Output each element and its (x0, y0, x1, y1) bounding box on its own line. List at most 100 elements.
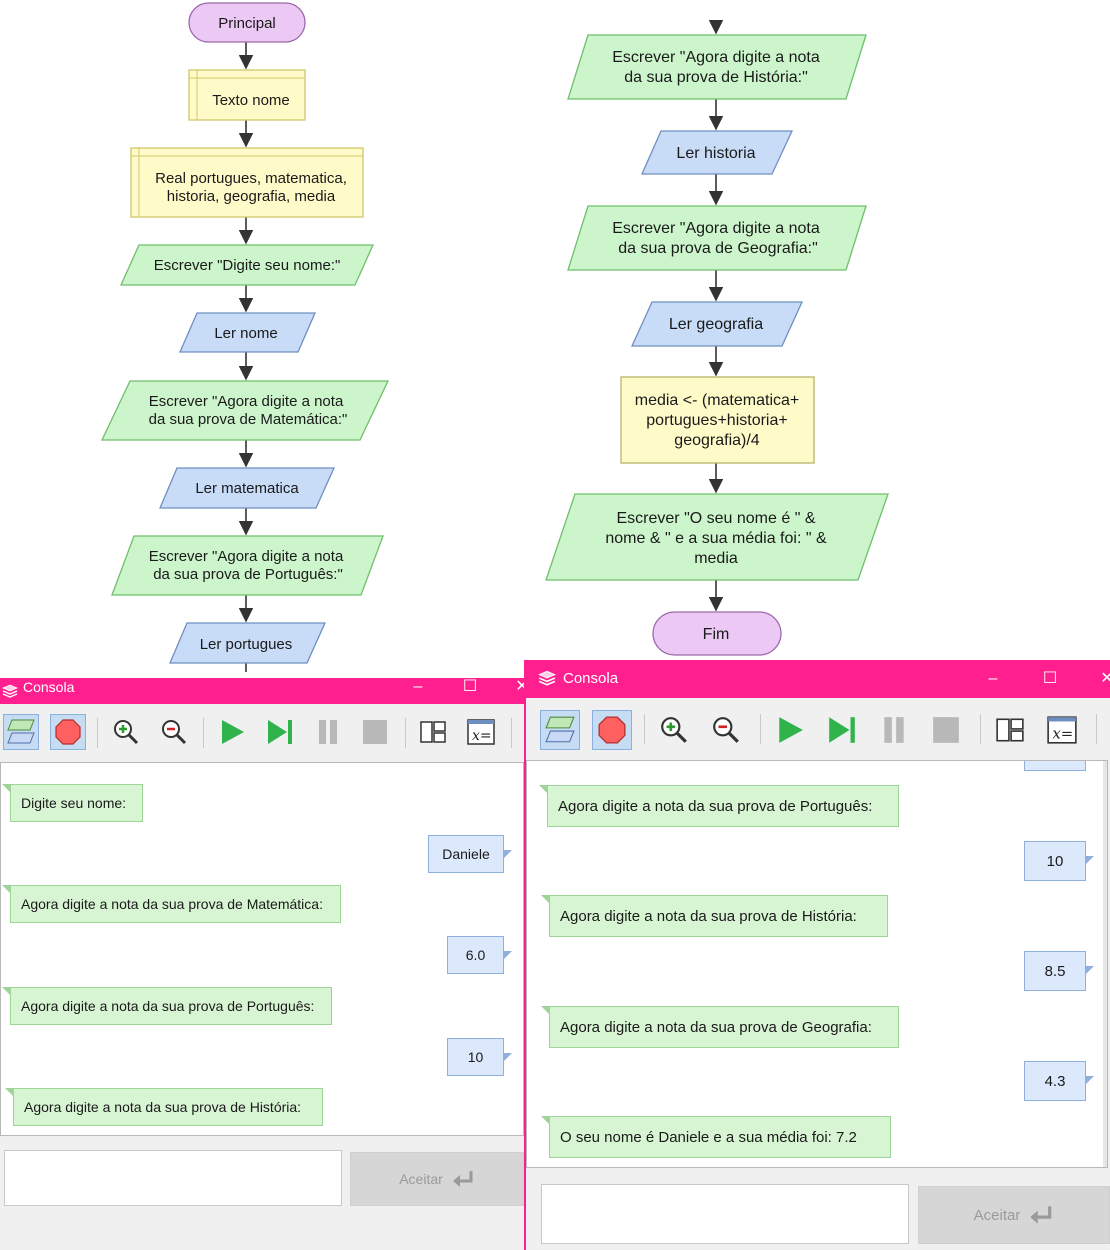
svg-text:Escrever "Agora digite a nota: Escrever "Agora digite a nota (149, 548, 344, 565)
console-input-message: Daniele (428, 835, 512, 873)
toggle-io-button[interactable] (540, 710, 580, 750)
layout-icon (420, 721, 446, 743)
svg-text:x=: x= (1052, 725, 1073, 743)
svg-text:da sua prova de Matemática:": da sua prova de Matemática:" (149, 411, 348, 428)
svg-text:da sua prova de Português:": da sua prova de Português:" (153, 566, 343, 583)
io-icon (545, 716, 575, 743)
console-output-message: Agora digite a nota da sua prova de Geog… (541, 1006, 899, 1048)
svg-text:Ler matematica: Ler matematica (195, 480, 299, 497)
console-input-field[interactable] (4, 1150, 342, 1206)
console-window-right: Consola – ☐ ✕ (524, 660, 1110, 1250)
close-button[interactable]: ✕ (515, 678, 524, 695)
minimize-button[interactable]: – (988, 670, 998, 687)
minimize-button[interactable]: – (413, 678, 423, 695)
close-button[interactable]: ✕ (1092, 660, 1110, 698)
zoom-out-icon (713, 717, 739, 743)
svg-text:Escrever "O seu nome é " &: Escrever "O seu nome é " & (617, 510, 816, 527)
run-button[interactable] (772, 712, 808, 748)
console-input-message (1024, 761, 1086, 771)
console-window-left: Consola – ☐ ✕ (0, 678, 524, 1250)
console-input-field[interactable] (541, 1184, 909, 1244)
svg-text:da sua prova de Geografia:": da sua prova de Geografia:" (618, 240, 818, 257)
console-message-area[interactable]: Digite seu nome: Daniele Agora digite a … (0, 762, 524, 1136)
pause-button[interactable] (310, 714, 346, 750)
layout-button[interactable] (415, 714, 451, 750)
play-icon (222, 720, 244, 744)
flow-read-portugues: Ler portugues (169, 622, 327, 664)
zoom-in-button[interactable] (108, 714, 144, 750)
flow-assign-media: media <- (matematica+ portugues+historia… (620, 376, 815, 464)
flow-write-portugues: Escrever "Agora digite a nota da sua pro… (111, 535, 384, 596)
zoom-out-button[interactable] (708, 712, 744, 748)
stop-square-icon (933, 717, 959, 743)
flow-write-digite-nome: Escrever "Digite seu nome:" (119, 244, 375, 286)
maximize-button[interactable]: ☐ (462, 678, 478, 695)
play-icon (779, 717, 803, 743)
console-title: Consola (563, 670, 619, 687)
console-output-message: O seu nome é Daniele e a sua média foi: … (541, 1116, 891, 1158)
variables-icon: x= (467, 719, 495, 745)
zoom-out-icon (162, 720, 187, 745)
svg-text:Escrever "Agora digite a nota: Escrever "Agora digite a nota (149, 393, 344, 410)
svg-text:nome & " e a sua média foi: ": nome & " e a sua média foi: " & (605, 530, 827, 547)
io-icon (7, 719, 35, 744)
console-toolbar: x= (0, 704, 524, 762)
step-button[interactable] (824, 712, 860, 748)
console-output-message: Agora digite a nota da sua prova de Port… (539, 785, 899, 827)
step-forward-icon (268, 720, 292, 744)
stop-sign-icon (55, 719, 81, 745)
console-titlebar[interactable]: Consola – ☐ ✕ (0, 678, 524, 704)
variables-icon: x= (1047, 716, 1077, 744)
flow-write-resultado: Escrever "O seu nome é " & nome & " e a … (545, 493, 889, 581)
svg-text:media <- (matematica+: media <- (matematica+ (635, 392, 800, 409)
halt-button[interactable] (928, 712, 964, 748)
step-forward-icon (829, 717, 855, 743)
variables-button[interactable]: x= (463, 714, 499, 750)
enter-arrow-icon (1030, 1206, 1052, 1224)
flow-write-historia: Escrever "Agora digite a nota da sua pro… (567, 34, 867, 100)
flow-write-geografia: Escrever "Agora digite a nota da sua pro… (567, 205, 867, 271)
svg-text:portugues+historia+: portugues+historia+ (646, 412, 787, 429)
svg-text:x=: x= (472, 728, 492, 744)
console-titlebar[interactable]: Consola – ☐ ✕ (526, 660, 1110, 698)
toolbar-separator (511, 718, 512, 748)
accept-button[interactable]: Aceitar (350, 1152, 524, 1206)
maximize-button[interactable]: ☐ (1042, 670, 1058, 687)
toggle-io-button[interactable] (3, 714, 39, 750)
flow-end-terminal: Fim (652, 611, 782, 656)
svg-text:Escrever "Agora digite a nota: Escrever "Agora digite a nota (612, 220, 820, 237)
pause-icon (884, 717, 904, 743)
svg-text:Texto nome: Texto nome (212, 92, 290, 109)
run-button[interactable] (214, 714, 250, 750)
accept-button[interactable]: Aceitar (918, 1186, 1110, 1244)
accept-label: Aceitar (399, 1171, 443, 1187)
zoom-in-icon (114, 720, 139, 745)
toolbar-separator (980, 714, 981, 744)
svg-text:Ler geografia: Ler geografia (669, 316, 763, 333)
zoom-in-button[interactable] (656, 712, 692, 748)
flow-read-geografia: Ler geografia (630, 301, 804, 347)
halt-button[interactable] (357, 714, 393, 750)
flowchart-diagram: Principal Texto nome Real portugues, mat… (100, 2, 889, 672)
flow-read-matematica: Ler matematica (159, 467, 336, 509)
zoom-in-icon (661, 717, 687, 743)
console-output-message: Agora digite a nota da sua prova de Hist… (5, 1088, 323, 1126)
svg-text:Ler portugues: Ler portugues (200, 636, 293, 653)
stop-button[interactable] (592, 710, 632, 750)
layout-button[interactable] (992, 712, 1028, 748)
variables-button[interactable]: x= (1044, 712, 1080, 748)
console-message-area[interactable]: Agora digite a nota da sua prova de Port… (526, 760, 1108, 1168)
zoom-out-button[interactable] (156, 714, 192, 750)
svg-text:historia, geografia, media: historia, geografia, media (167, 188, 336, 205)
step-button[interactable] (262, 714, 298, 750)
vertical-scrollbar[interactable] (1103, 761, 1107, 1167)
pause-button[interactable] (876, 712, 912, 748)
stop-button[interactable] (50, 714, 86, 750)
flow-write-matematica: Escrever "Agora digite a nota da sua pro… (100, 380, 390, 441)
svg-text:Escrever "Digite seu nome:": Escrever "Digite seu nome:" (154, 257, 341, 274)
svg-text:Fim: Fim (703, 626, 730, 643)
stop-square-icon (363, 720, 387, 744)
toolbar-separator (405, 718, 406, 748)
svg-text:Escrever "Agora digite a nota: Escrever "Agora digite a nota (612, 49, 820, 66)
svg-text:Principal: Principal (218, 15, 276, 32)
